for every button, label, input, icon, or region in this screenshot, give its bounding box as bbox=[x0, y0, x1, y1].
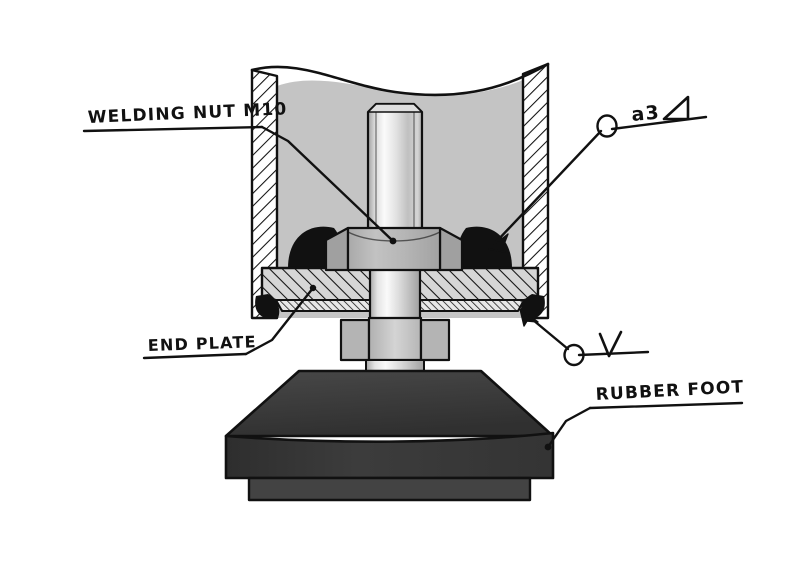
weld-bead-lower-right bbox=[520, 294, 545, 319]
rubber-foot bbox=[224, 369, 555, 502]
lock-nut-face-left bbox=[339, 318, 371, 362]
weld-symbol-fillet-leader bbox=[495, 129, 603, 243]
weld-symbol-fillet-arrowhead bbox=[488, 233, 509, 253]
weld-symbol-fillet-size-label: a3 bbox=[631, 102, 661, 126]
weld-symbol-fillet-reference-line bbox=[610, 115, 708, 131]
annotation-rubber-foot-underline bbox=[588, 401, 744, 410]
annotation-rubber-foot[interactable]: RUBBER FOOT bbox=[544, 377, 745, 451]
annotation-rubber-foot-label: RUBBER FOOT bbox=[595, 377, 745, 405]
fillet-weld-triangle-icon bbox=[662, 95, 690, 121]
weld-nut-face-front bbox=[346, 226, 442, 272]
annotation-end-plate-dot bbox=[309, 284, 317, 292]
weld-bead-lower-left bbox=[255, 294, 280, 319]
annotation-rubber-foot-leader bbox=[546, 406, 592, 449]
weld-symbol-vee-reference-line bbox=[577, 350, 650, 357]
lock-nut-face-front bbox=[367, 316, 423, 362]
weld-symbol-fillet-a3[interactable]: a3 bbox=[488, 95, 708, 253]
weld-symbol-vee-groove[interactable] bbox=[519, 308, 650, 367]
weld-beads-lower bbox=[255, 294, 545, 319]
annotation-welding-nut-leader bbox=[260, 125, 395, 243]
annotation-welding-nut-underline bbox=[82, 125, 264, 133]
vee-groove-weld-icon bbox=[598, 330, 623, 358]
weld-all-around-circle-icon bbox=[596, 114, 618, 138]
weld-symbol-vee-arrowhead bbox=[519, 308, 539, 327]
welding-nut bbox=[324, 226, 464, 272]
rubber-foot-base bbox=[247, 476, 532, 502]
annotation-rubber-foot-dot bbox=[544, 443, 552, 451]
lock-nut bbox=[339, 316, 451, 379]
annotation-welding-nut-dot bbox=[389, 237, 397, 245]
annotation-end-plate-leader bbox=[244, 286, 315, 356]
stud-top-face bbox=[367, 103, 423, 113]
threaded-stud bbox=[366, 102, 424, 322]
tube-break-line bbox=[250, 62, 550, 97]
rubber-foot-top bbox=[224, 369, 555, 438]
annotation-end-plate-underline bbox=[142, 352, 248, 360]
stud-lower-shaft bbox=[368, 264, 422, 322]
weld-bead-upper-right bbox=[457, 226, 512, 268]
rubber-foot-body bbox=[224, 431, 555, 480]
annotation-end-plate-label: END PLATE bbox=[147, 332, 256, 355]
annotation-end-plate[interactable]: END PLATE bbox=[142, 284, 317, 360]
lock-nut-face-right bbox=[419, 318, 451, 362]
